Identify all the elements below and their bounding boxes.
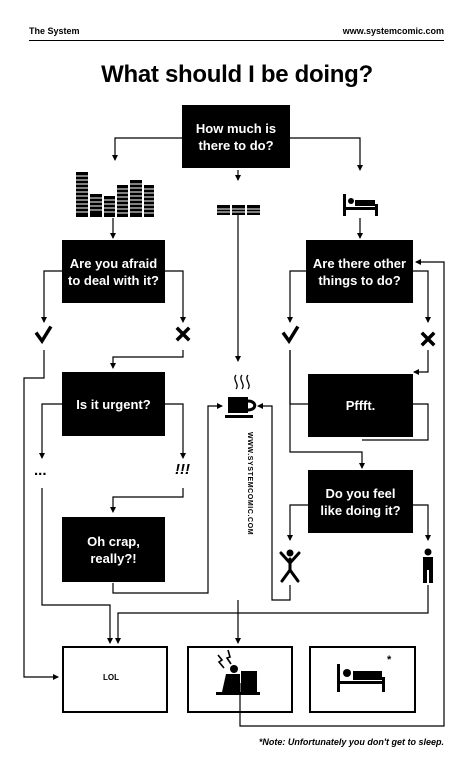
comic-website: www.systemcomic.com xyxy=(342,26,444,36)
sleeping-frame xyxy=(309,646,416,713)
small-paper-stack-icon xyxy=(217,205,260,215)
edge-no-to-pffft xyxy=(413,350,429,375)
edge-very-to-ohcrap xyxy=(110,488,184,513)
standing-person-icon xyxy=(423,548,433,583)
stressed-worker-icon xyxy=(216,649,260,695)
not-urgent-ellipsis: ... xyxy=(34,462,47,479)
afraid-yes-check-icon xyxy=(34,325,53,345)
edge-afraid-no xyxy=(165,270,186,323)
edge-afraid-yes xyxy=(41,270,62,323)
sleep-asterisk: * xyxy=(387,654,392,666)
edge-pffft-to-feel xyxy=(362,403,429,441)
sleeping-bed-icon xyxy=(337,664,385,692)
edge-scared-to-lol xyxy=(23,350,59,680)
bed-icon xyxy=(343,194,378,216)
other-yes-check-icon xyxy=(281,325,300,345)
urgent-question: Is it urgent? xyxy=(62,372,165,436)
edge-much-to-none xyxy=(290,137,363,171)
edge-other-no xyxy=(413,270,431,323)
other-no-cross-icon xyxy=(420,331,436,347)
paper-pile-stripes xyxy=(76,175,154,214)
edge-no-to-urgent xyxy=(110,350,184,369)
afraid-no-cross-icon xyxy=(175,326,191,342)
page-title: What should I be doing? xyxy=(101,61,373,88)
oh-crap-box: Oh crap,really?! xyxy=(62,517,165,582)
very-urgent-exclaim: !!! xyxy=(175,461,190,478)
edge-urgent-not xyxy=(39,403,62,459)
vertical-website-url: WWW.SYSTEMCOMIC.COM xyxy=(246,432,253,536)
edge-feel-yes xyxy=(287,504,308,541)
pffft-box: Pffft. xyxy=(308,374,413,437)
edge-feel-no xyxy=(413,504,431,541)
edge-much-to-lots xyxy=(112,137,182,161)
lol-computer-frame xyxy=(62,646,168,713)
edge-ohcrap-to-coffee xyxy=(112,403,223,594)
header-divider xyxy=(29,40,444,41)
footnote: *Note: Unfortunately you don't get to sl… xyxy=(258,737,444,747)
big-paper-pile-icon xyxy=(76,172,154,217)
edge-meh-to-lol xyxy=(115,585,429,644)
edge-yes-to-coffee xyxy=(257,403,291,601)
comic-series-name: The System xyxy=(29,26,80,36)
edge-ellipsis-to-lol xyxy=(41,488,113,644)
coffee-cup-icon xyxy=(225,374,257,418)
working-frame xyxy=(187,646,293,713)
edge-pffft-left xyxy=(289,350,308,405)
edge-other-yes xyxy=(287,270,306,323)
edge-urgent-very xyxy=(165,403,186,459)
edge-yes-to-feel xyxy=(289,350,365,469)
jumping-person-icon xyxy=(279,549,301,583)
lol-screen-text: LOL xyxy=(103,673,119,682)
